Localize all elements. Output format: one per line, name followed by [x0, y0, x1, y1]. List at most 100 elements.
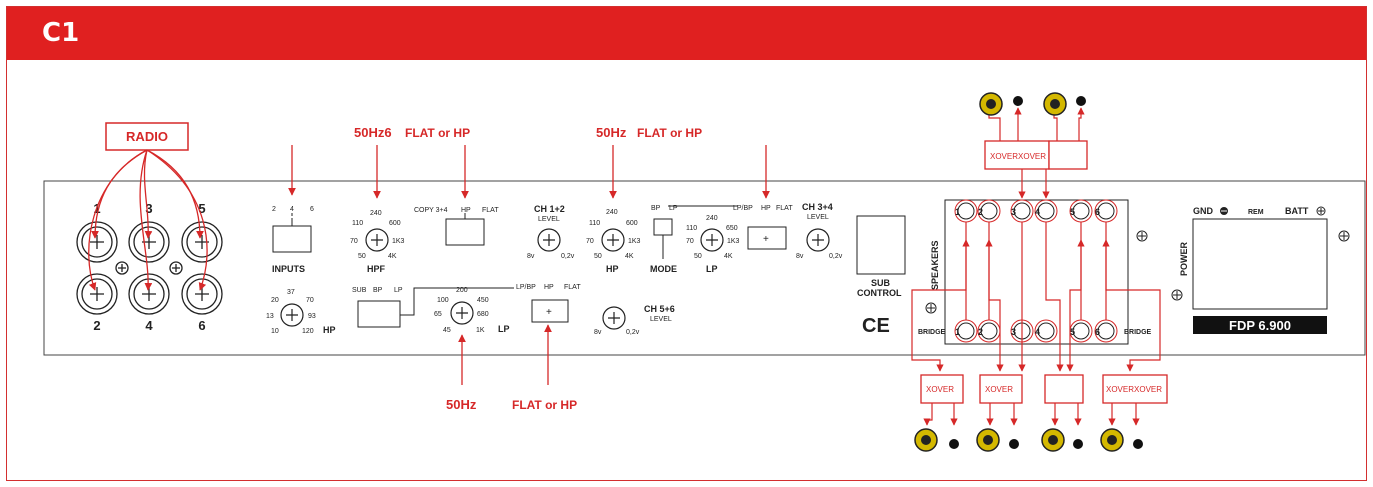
speaker-icon	[914, 428, 959, 452]
flat-note: FLAT or HP	[512, 398, 577, 412]
ch34-filter-switch[interactable]	[747, 226, 787, 250]
section-title: C1	[42, 18, 80, 48]
ch56-sub: LEVEL	[650, 316, 672, 323]
speakers-label: SPEAKERS	[930, 240, 940, 290]
copy-switch-mid: HP	[461, 207, 471, 214]
hpf-knob[interactable]	[365, 228, 389, 252]
lp-sub-knob[interactable]	[450, 301, 474, 325]
ch34-switch-mid: HP	[761, 205, 771, 212]
radio-label: RADIO	[126, 129, 168, 144]
speaker-icon	[976, 428, 1019, 452]
hp-note-hz: 50Hz	[596, 125, 627, 140]
xover-box-top-right	[1048, 140, 1088, 170]
hp-tick: 110	[589, 220, 600, 227]
xover-bottom-2-label: XOVER	[985, 385, 1013, 394]
hpf-tick: 4K	[388, 253, 397, 260]
hpf-tick: 1K3	[392, 238, 405, 245]
terminal-num: 2	[978, 207, 983, 217]
rca-jacks	[76, 221, 223, 315]
ch56-title: CH 5+6	[644, 304, 675, 314]
sub-control-line2: CONTROL	[857, 288, 902, 298]
lp-tick: 1K3	[727, 238, 740, 245]
copy-switch[interactable]	[445, 213, 485, 246]
model-name: FDP 6.900	[1229, 318, 1291, 333]
sub-control-line1: SUB	[871, 278, 891, 288]
ch56-switch-left: LP/BP	[516, 284, 536, 291]
lp-label: LP	[706, 264, 718, 274]
hpf-tick: 50	[358, 253, 366, 260]
terminal-num: 6	[1095, 327, 1100, 337]
rca-number-4: 4	[145, 318, 153, 333]
terminal-num: 5	[1070, 327, 1075, 337]
power-batt: BATT	[1285, 206, 1309, 216]
inputs-label: INPUTS	[272, 264, 305, 274]
sub-control-port[interactable]	[856, 215, 906, 275]
ch34-max: 0,2v	[829, 253, 843, 260]
hpf-tick: 70	[350, 238, 358, 245]
lp-sub-tick: 200	[456, 287, 468, 294]
model-plate	[1193, 316, 1327, 334]
speaker-icon	[1043, 92, 1086, 116]
hp-tick: 240	[606, 209, 618, 216]
xover-box-top-pair	[984, 140, 1050, 170]
xover-bottom-pair-label: XOVERXOVER	[1106, 385, 1162, 394]
power-label: POWER	[1179, 241, 1189, 276]
inputs-switch[interactable]	[272, 213, 312, 253]
ch34-switch-left: LP/BP	[733, 205, 753, 212]
speaker-icon	[1100, 428, 1143, 452]
ch12-level-knob[interactable]	[537, 228, 561, 252]
ch12-max: 0,2v	[561, 253, 575, 260]
power-polarity-icons	[1220, 206, 1326, 216]
hp-sub-tick: 20	[271, 297, 279, 304]
ch56-level-knob[interactable]	[602, 306, 626, 330]
mode-left: BP	[651, 205, 661, 212]
hpf-tick: 110	[352, 220, 363, 227]
hp-sub-tick: 37	[287, 289, 295, 296]
hp-tick: 1K3	[628, 238, 641, 245]
hp-sub-tick: 93	[308, 313, 316, 320]
ch56-switch-right: FLAT	[564, 284, 581, 291]
hp-tick: 600	[626, 220, 638, 227]
rca-number-5: 5	[198, 201, 205, 216]
rca-number-3: 3	[145, 201, 152, 216]
inputs-pos-2: 2	[272, 206, 276, 213]
ch56-switch-plus: +	[546, 307, 552, 318]
mode-label: MODE	[650, 264, 677, 274]
terminal-num: 1	[955, 207, 960, 217]
mode-right: LP	[669, 205, 678, 212]
mode-switch[interactable]	[653, 205, 738, 259]
sub-switch-left: SUB	[352, 287, 367, 294]
lp-tick: 70	[686, 238, 694, 245]
ch56-switch-mid: HP	[544, 284, 554, 291]
sub-mode-switch[interactable]	[357, 287, 514, 328]
xover-box-bottom-3	[1044, 374, 1084, 404]
ch56-filter-switch[interactable]	[531, 299, 569, 323]
sub-switch-right: LP	[394, 287, 403, 294]
copy-switch-left: COPY 3+4	[414, 207, 448, 214]
hp-sub-knob[interactable]	[280, 303, 304, 327]
lp-sub-tick: 450	[477, 297, 489, 304]
ch34-switch-right: FLAT	[776, 205, 793, 212]
speaker-icon	[1041, 428, 1083, 452]
ch34-sub: LEVEL	[807, 214, 829, 221]
xover-top-pair-label: XOVERXOVER	[990, 152, 1046, 161]
hpf-tick: 600	[389, 220, 401, 227]
speaker-icon	[979, 92, 1023, 116]
hp-sub-tick: 70	[306, 297, 314, 304]
radio-box	[105, 122, 189, 151]
terminal-num: 4	[1035, 327, 1040, 337]
hp-knob[interactable]	[601, 228, 625, 252]
speaker-terminals-top[interactable]	[957, 202, 1115, 220]
hp-tick: 70	[586, 238, 594, 245]
terminal-num: 4	[1035, 207, 1040, 217]
xover-box-bottom-2	[979, 374, 1023, 404]
ch34-level-knob[interactable]	[806, 228, 830, 252]
ch12-min: 8v	[527, 253, 535, 260]
lp-knob[interactable]	[700, 228, 724, 252]
hp-sub-tick: 120	[302, 328, 314, 335]
hp-tick: 4K	[625, 253, 634, 260]
lp-note: 50Hz	[446, 397, 477, 412]
ch12-sub: LEVEL	[538, 216, 560, 223]
inputs-pos-4: 4	[290, 206, 294, 213]
